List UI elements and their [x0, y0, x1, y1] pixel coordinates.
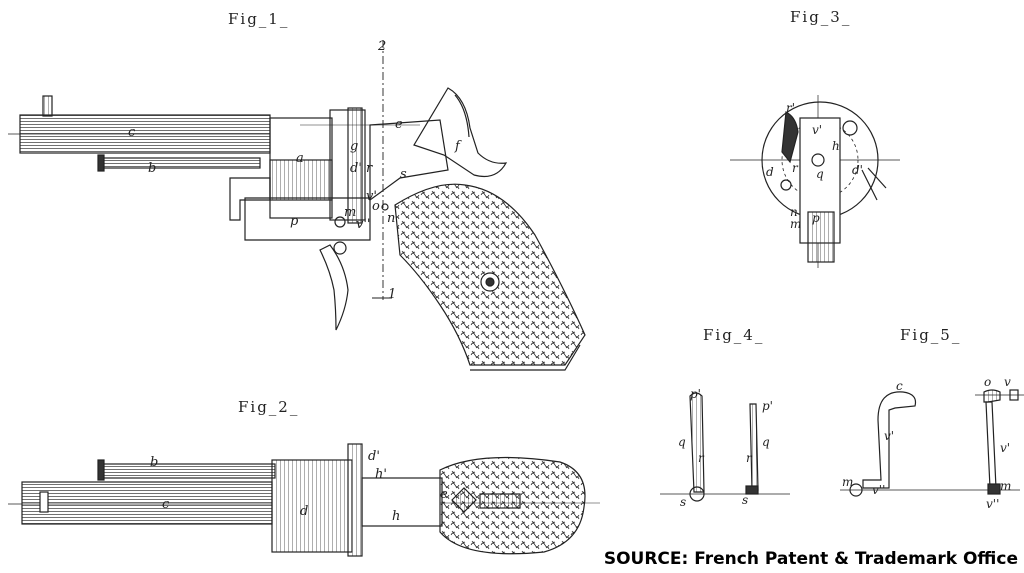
- fig4-letter: q: [762, 435, 770, 449]
- fig-2-top-view: [8, 443, 600, 557]
- fig-3-reference-letters: r' v' h d r q d' n m p: [766, 101, 863, 231]
- fig5-letter: v'': [872, 483, 885, 497]
- fig5-letter: v'': [986, 497, 999, 511]
- fig2-letter: h': [375, 467, 387, 482]
- fig5-letter: v': [1000, 441, 1010, 455]
- part-left: [689, 392, 705, 493]
- barrel-top: [21, 481, 273, 525]
- fig1-letter: s: [400, 167, 407, 182]
- fig4-letter: s: [680, 495, 686, 509]
- fig3-letter: r: [792, 161, 799, 175]
- fig1-letter: a: [296, 151, 304, 166]
- fig1-letter: v'': [356, 217, 371, 232]
- fig3-letter: n: [790, 205, 798, 219]
- source-credit: SOURCE: French Patent & Trademark Office: [603, 549, 1018, 569]
- fig-3-label: Fig_3_: [790, 8, 852, 26]
- fig3-letter: v': [812, 123, 822, 137]
- fig4-letter: p': [762, 399, 773, 413]
- fig1-letter: o: [372, 199, 380, 214]
- fig2-letter: c: [162, 497, 170, 512]
- fig3-letter: m: [790, 217, 801, 231]
- fig3-letter: d: [766, 165, 774, 179]
- fig4-letter: s: [742, 493, 748, 507]
- fig1-letter: 2: [377, 39, 386, 54]
- hammer: [413, 87, 508, 178]
- fig5-letter: m: [1000, 479, 1011, 493]
- fig-1-label: Fig_1_: [228, 10, 290, 28]
- fig1-letter: r: [366, 161, 373, 176]
- fig4-letter: r: [698, 451, 705, 465]
- lever-side: [983, 389, 1001, 403]
- fig4-letter: p': [690, 387, 701, 401]
- ejector-rod: [99, 157, 261, 169]
- fig2-letter: d': [368, 449, 380, 464]
- fig1-letter: g: [350, 139, 358, 154]
- fig-4-label: Fig_4_: [703, 326, 765, 344]
- fig-5-reference-letters: c v' m v'' o v v' m v'': [842, 375, 1011, 511]
- fig-4-parts: [660, 392, 790, 502]
- fig-5-parts: [840, 389, 1024, 497]
- fig3-letter: p: [812, 211, 820, 225]
- fig5-letter: v: [1004, 375, 1011, 389]
- fig1-letter: p: [290, 214, 299, 229]
- fig3-letter: h: [832, 139, 840, 153]
- fig1-letter: v': [366, 189, 377, 204]
- fig1-letter: e: [395, 117, 403, 132]
- fig1-letter: 1: [388, 287, 396, 302]
- front-sight: [42, 95, 53, 117]
- fig2-letter: d: [300, 504, 308, 519]
- fig3-letter: r': [786, 101, 795, 115]
- fig-1-reference-letters: c b a p g d' r v' m v'' o e f s n 2 1: [128, 39, 462, 302]
- lever-part: [862, 391, 917, 489]
- fig5-letter: v': [884, 429, 894, 443]
- fig1-letter: d': [350, 161, 362, 176]
- fig-1-side-view: [8, 40, 586, 371]
- fig-2-reference-letters: b c d d' h' h e: [150, 449, 448, 524]
- fig2-letter: h: [392, 509, 400, 524]
- frame-p: [244, 197, 371, 241]
- fig-5-label: Fig_5_: [900, 326, 962, 344]
- fig5-letter: m: [842, 475, 853, 489]
- fig2-letter: b: [150, 455, 158, 470]
- fig2-letter: e: [440, 487, 448, 502]
- fig5-letter: c: [896, 379, 903, 393]
- fig-4-reference-letters: p' q r s p' q r s: [678, 387, 773, 509]
- part-right: [749, 403, 759, 491]
- fig4-letter: r: [746, 451, 753, 465]
- fig4-letter: q: [678, 435, 686, 449]
- fig3-letter: q: [816, 167, 824, 181]
- fig-3-rear-view: [730, 95, 900, 268]
- fig-2-label: Fig_2_: [238, 398, 300, 416]
- fig1-letter: f: [454, 139, 462, 154]
- fig1-letter: c: [128, 125, 136, 140]
- ejector-rod-top: [99, 463, 276, 479]
- fig5-letter: o: [984, 375, 991, 389]
- cylinder-top: [271, 459, 353, 553]
- trigger: [319, 244, 349, 331]
- fig1-letter: n: [387, 211, 395, 226]
- fig3-letter: d': [852, 163, 863, 177]
- fig1-letter: b: [148, 161, 156, 176]
- fig1-letter: m: [344, 205, 356, 220]
